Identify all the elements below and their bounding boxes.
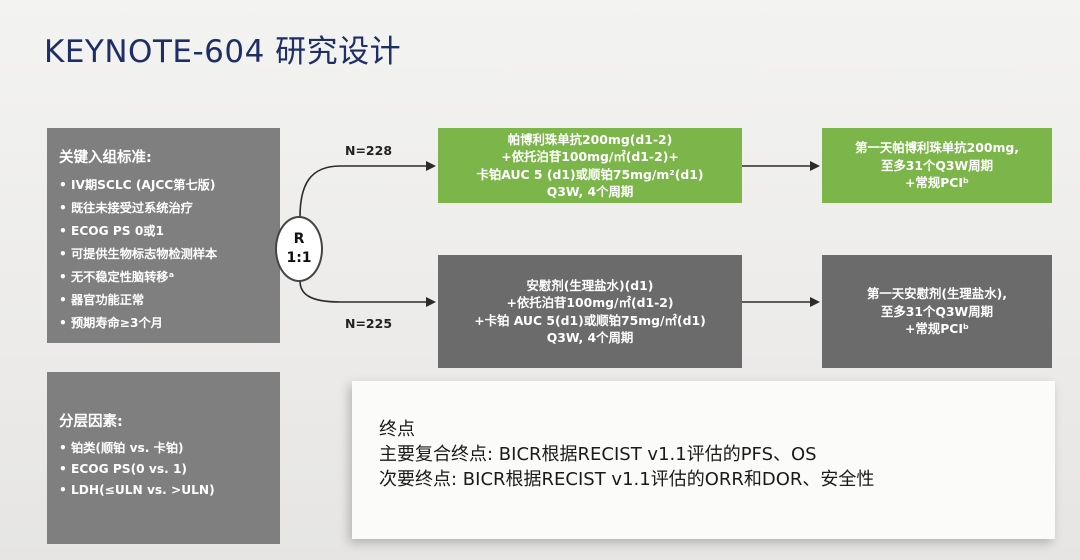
treatment-line: Q3W, 4个周期 xyxy=(546,184,634,199)
inclusion-criteria-heading: 关键入组标准: xyxy=(59,150,152,166)
arm2-n-label: N=225 xyxy=(345,316,393,331)
criteria-item: •IV期SCLC (AJCC第七版) xyxy=(59,178,216,192)
stratification-heading: 分层因素: xyxy=(59,414,123,430)
control-arm-box: 安慰剂(生理盐水)(d1) +依托泊苷100mg/㎡(d1-2) +卡铂 AUC… xyxy=(438,255,742,368)
treatment-line: 帕博利珠单抗200mg(d1-2) xyxy=(507,131,673,147)
randomization-r: R xyxy=(293,231,305,247)
continuation-line: 至多31个Q3W周期 xyxy=(880,303,994,319)
criteria-item: •无不稳定性脑转移ᵃ xyxy=(59,270,175,284)
strata-item: •铂类(顺铂 vs. 卡铂) xyxy=(59,441,184,455)
criteria-item: •可提供生物标志物检测样本 xyxy=(59,247,218,261)
treatment-line: Q3W, 4个周期 xyxy=(546,330,634,345)
treatment-line: +依托泊苷100mg/㎡(d1-2)+ xyxy=(501,149,679,164)
strata-item: •LDH(≤ULN vs. >ULN) xyxy=(59,483,215,497)
treatment-line: 安慰剂(生理盐水)(d1) xyxy=(526,277,654,293)
continuation-line: 至多31个Q3W周期 xyxy=(880,157,994,173)
experimental-arm-box: 帕博利珠单抗200mg(d1-2) +依托泊苷100mg/㎡(d1-2)+ 卡铂… xyxy=(438,128,742,203)
endpoints-heading: 终点 xyxy=(379,419,415,440)
criteria-item: •既往未接受过系统治疗 xyxy=(59,201,193,215)
treatment-line: +依托泊苷100mg/㎡(d1-2) xyxy=(506,295,674,310)
inclusion-criteria-box: 关键入组标准: •IV期SCLC (AJCC第七版) •既往未接受过系统治疗 •… xyxy=(47,128,280,343)
page-title: KEYNOTE-604 研究设计 xyxy=(44,34,402,70)
secondary-endpoint: 次要终点: BICR根据RECIST v1.1评估的ORR和DOR、安全性 xyxy=(379,469,875,490)
criteria-item: •ECOG PS 0或1 xyxy=(59,224,164,238)
control-continuation-box: 第一天安慰剂(生理盐水), 至多31个Q3W周期 +常规PCIᵇ xyxy=(822,255,1052,368)
arm1-n-label: N=228 xyxy=(345,143,393,158)
continuation-line: +常规PCIᵇ xyxy=(905,321,969,337)
strata-item: •ECOG PS(0 vs. 1) xyxy=(59,462,188,476)
experimental-continuation-box: 第一天帕博利珠单抗200mg, 至多31个Q3W周期 +常规PCIᵇ xyxy=(822,128,1052,203)
randomization-ratio: 1:1 xyxy=(286,250,312,266)
primary-endpoint: 主要复合终点: BICR根据RECIST v1.1评估的PFS、OS xyxy=(379,444,817,465)
lower-branch-arrow xyxy=(299,280,436,307)
treatment-line: +卡铂 AUC 5(d1)或顺铂75mg/㎡(d1) xyxy=(474,312,706,328)
upper-branch-arrow xyxy=(299,161,436,218)
continuation-line: 第一天安慰剂(生理盐水), xyxy=(867,286,1007,302)
endpoints-panel: 终点 主要复合终点: BICR根据RECIST v1.1评估的PFS、OS 次要… xyxy=(352,381,1055,539)
continuation-line: 第一天帕博利珠单抗200mg, xyxy=(855,140,1019,156)
criteria-item: •预期寿命≥3个月 xyxy=(59,316,163,330)
continuation-line: +常规PCIᵇ xyxy=(905,175,969,191)
treatment-line: 卡铂AUC 5 (d1)或顺铂75mg/m²(d1) xyxy=(476,166,704,182)
stratification-box: 分层因素: •铂类(顺铂 vs. 卡铂) •ECOG PS(0 vs. 1) •… xyxy=(47,372,280,544)
criteria-item: •器官功能正常 xyxy=(59,293,145,307)
randomization-node: R 1:1 xyxy=(275,216,323,282)
